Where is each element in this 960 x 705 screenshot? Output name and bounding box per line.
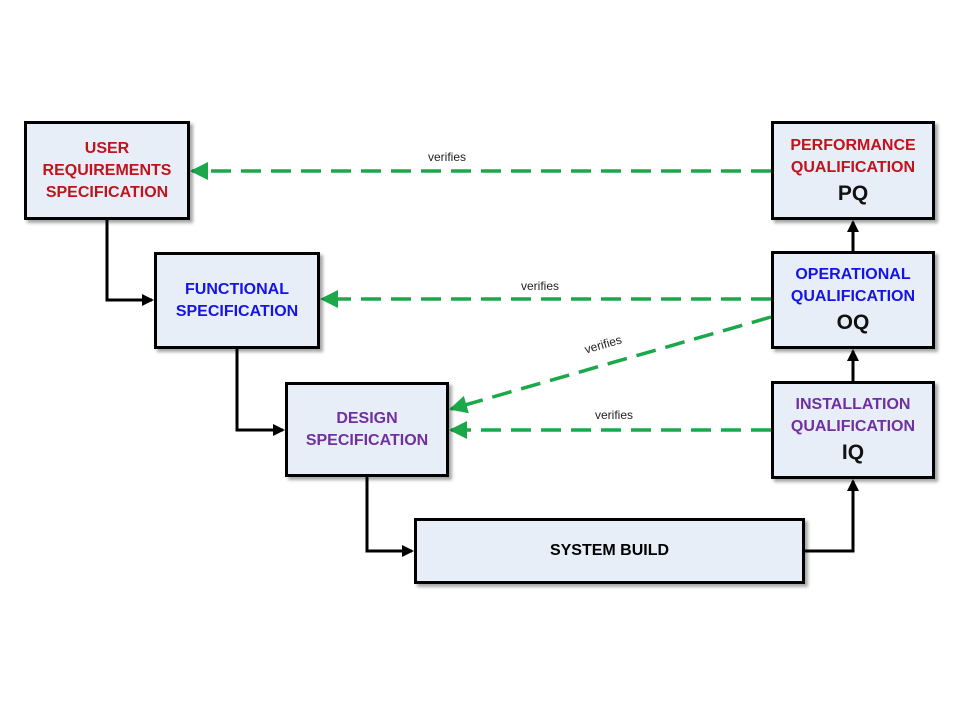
box-text-line: QUALIFICATION	[790, 158, 916, 176]
oq-code: OQ	[836, 311, 870, 334]
box-text-line: FUNCTIONAL	[185, 280, 289, 298]
verifies-label-pq-urs: verifies	[428, 150, 467, 164]
box-text-line: OPERATIONAL	[795, 266, 911, 283]
flow-arrow-ds-to-build	[365, 477, 414, 557]
box-text-line: DESIGN	[336, 409, 398, 427]
design-specification-box: DESIGN SPECIFICATION	[285, 382, 449, 477]
box-text-line: INSTALLATION	[795, 396, 911, 413]
box-text-line: SPECIFICATION	[175, 302, 299, 320]
flow-arrow-build-to-iq	[805, 479, 859, 553]
box-text-line: USER	[84, 139, 130, 157]
flow-arrow-urs-to-fs	[105, 220, 154, 306]
functional-specification-box: FUNCTIONAL SPECIFICATION	[154, 252, 320, 349]
verify-arrow-oq-to-ds	[449, 315, 772, 414]
box-text-line: SPECIFICATION	[45, 183, 169, 201]
box-text-line: SPECIFICATION	[305, 431, 429, 449]
operational-qualification-box: OPERATIONAL QUALIFICATION OQ	[771, 251, 935, 349]
box-text-line: PERFORMANCE	[790, 136, 916, 154]
flow-arrow-fs-to-ds	[235, 349, 285, 436]
box-text-line: REQUIREMENTS	[42, 161, 172, 179]
box-text-line: QUALIFICATION	[790, 418, 916, 435]
box-text-line: SYSTEM BUILD	[549, 542, 670, 559]
performance-qualification-box: PERFORMANCE QUALIFICATION PQ	[771, 121, 935, 220]
pq-code: PQ	[837, 181, 869, 205]
verifies-label-oq-fs: verifies	[521, 279, 560, 293]
user-requirements-specification-box: USER REQUIREMENTS SPECIFICATION	[24, 121, 190, 220]
installation-qualification-box: INSTALLATION QUALIFICATION IQ	[771, 381, 935, 479]
iq-code: IQ	[841, 441, 865, 464]
system-build-box: SYSTEM BUILD	[414, 518, 805, 584]
box-text-line: QUALIFICATION	[790, 288, 916, 305]
verifies-label-iq-ds: verifies	[595, 408, 634, 422]
